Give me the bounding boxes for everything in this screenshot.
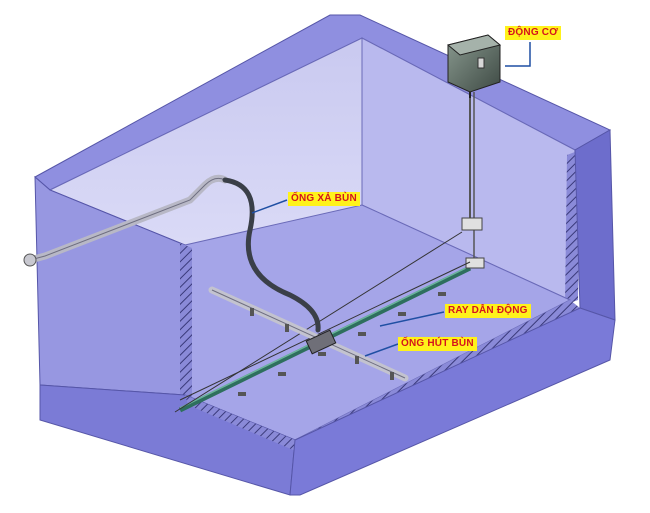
suction-pipe-label: ỐNG HÚT BÙN xyxy=(398,337,477,351)
wall-bracket-upper xyxy=(461,217,483,231)
discharge-pipe-label: ỐNG XẢ BÙN xyxy=(288,192,360,206)
motor-callout-line xyxy=(505,42,531,67)
flexible-hose xyxy=(222,177,321,333)
discharge-elbow xyxy=(23,253,37,267)
discharge-pipe-edge xyxy=(29,177,226,261)
suction-callout-line xyxy=(364,343,399,357)
drive-wire-b xyxy=(179,261,471,401)
motor-box-icon xyxy=(446,34,502,98)
floor-section xyxy=(185,300,580,452)
left-wall-section xyxy=(180,243,192,400)
carriage xyxy=(305,329,337,355)
front-right-wall xyxy=(289,307,616,496)
motor-label: ĐỘNG CƠ xyxy=(505,26,561,40)
wall-bracket-lower xyxy=(465,257,485,269)
suction-nozzles xyxy=(250,308,394,380)
rail-callout-line xyxy=(379,311,445,327)
rail-supports xyxy=(238,292,446,396)
suction-pipe-edge xyxy=(211,289,406,379)
right-outer-wall xyxy=(574,129,616,321)
drive-rail-label: RAY DẪN ĐỘNG xyxy=(445,304,531,318)
discharge-callout-line xyxy=(251,199,288,214)
